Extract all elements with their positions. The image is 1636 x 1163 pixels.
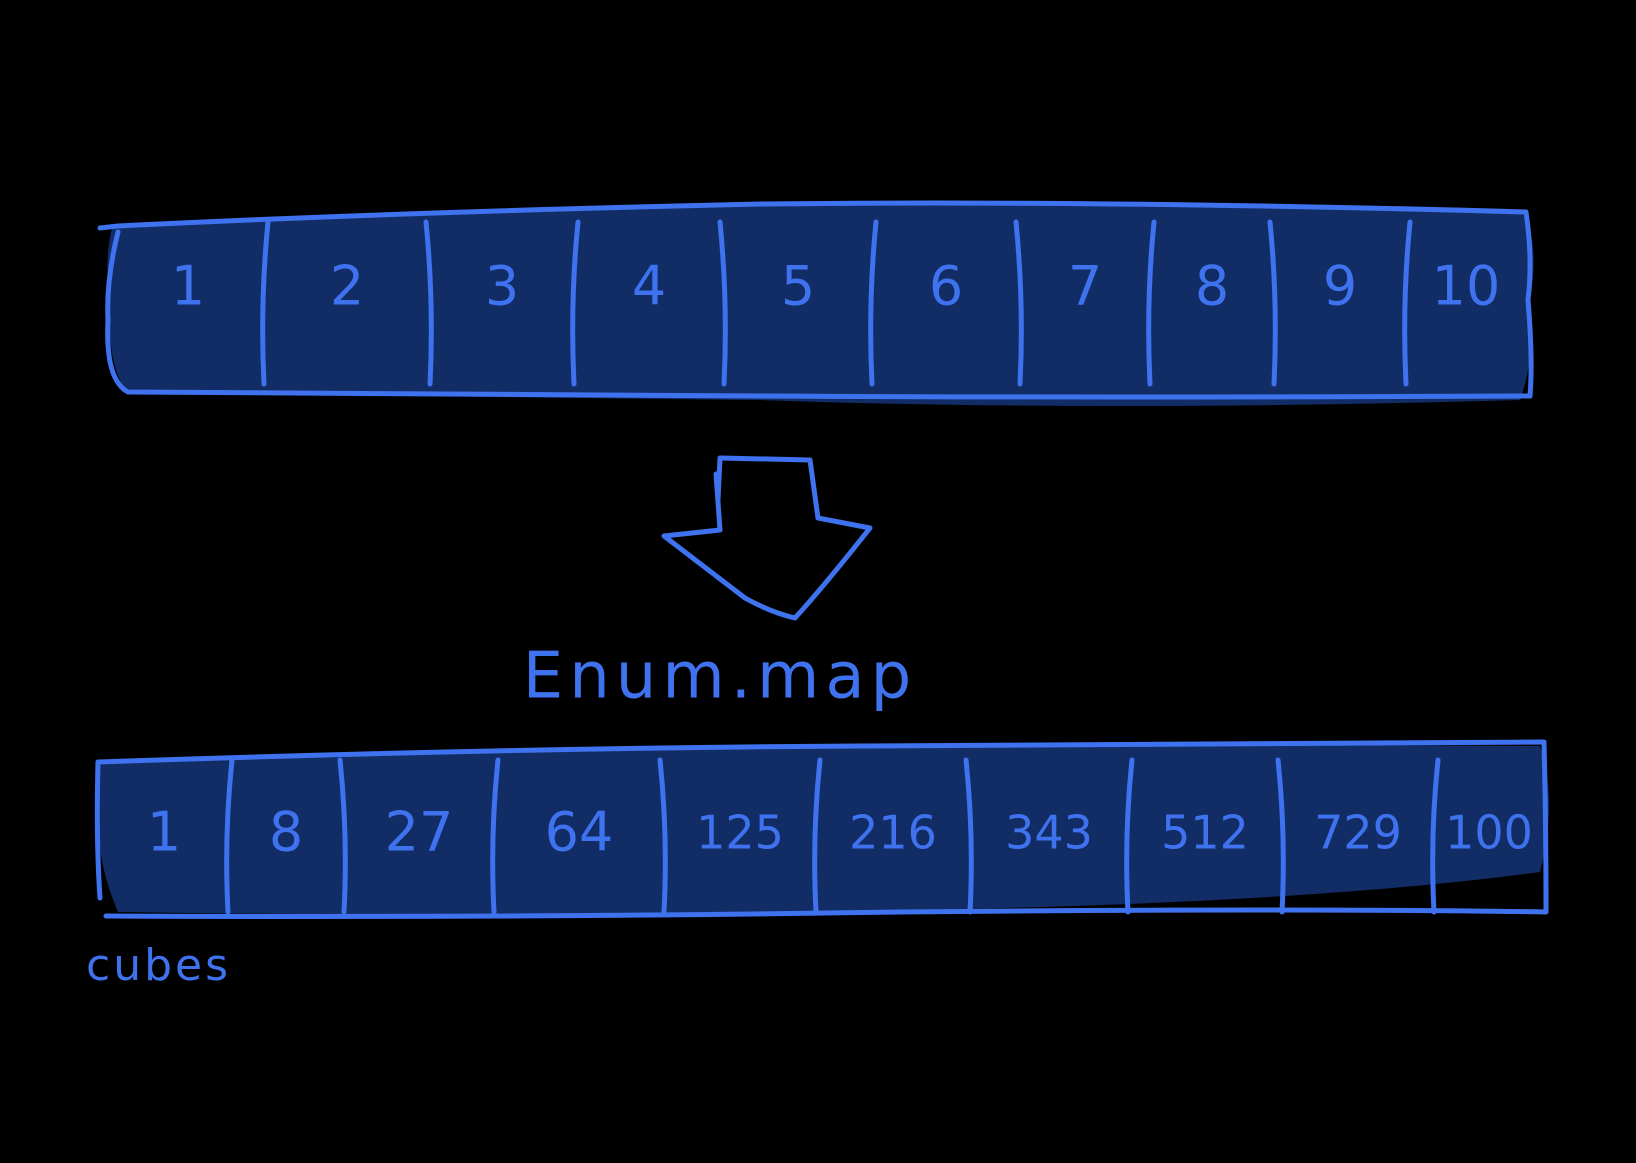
output-list-divider xyxy=(812,757,823,915)
input-list-cell-7: 7 xyxy=(1068,255,1102,318)
input-list-divider xyxy=(868,219,879,387)
input-list-divider xyxy=(423,219,434,387)
output-list-divider xyxy=(224,757,235,915)
input-list-divider xyxy=(570,219,581,387)
output-caption: cubes xyxy=(86,940,231,991)
input-list-divider xyxy=(1267,219,1278,387)
output-list: 1 8 27 64 125 216 343 512 729 100 xyxy=(94,739,1549,919)
output-list-cell-7: 343 xyxy=(1005,806,1093,860)
input-list-divider xyxy=(260,219,271,387)
input-list-cell-9: 9 xyxy=(1323,255,1357,318)
output-list-cell-10: 100 xyxy=(1445,806,1533,860)
input-list-cell-8: 8 xyxy=(1195,255,1229,318)
output-list-divider xyxy=(963,757,974,915)
output-list-cell-9: 729 xyxy=(1314,806,1402,860)
output-list-outline xyxy=(94,739,1549,919)
output-list-cell-8: 512 xyxy=(1161,806,1249,860)
input-list-cell-6: 6 xyxy=(929,255,963,318)
output-list-cell-1: 1 xyxy=(147,801,181,864)
input-list-cell-10: 10 xyxy=(1432,255,1501,318)
output-list-cell-2: 8 xyxy=(269,801,303,864)
output-list-fill xyxy=(98,745,1549,915)
input-list-divider xyxy=(1146,219,1157,387)
output-list-divider xyxy=(490,757,501,915)
input-list-divider xyxy=(717,219,728,387)
input-list-divider xyxy=(1402,219,1413,387)
input-list-fill xyxy=(107,204,1534,406)
input-list-cell-2: 2 xyxy=(330,255,364,318)
operation-label: Enum.map xyxy=(523,640,917,714)
output-list-divider xyxy=(337,757,348,915)
output-list-cell-6: 216 xyxy=(849,806,937,860)
input-list-outline xyxy=(97,200,1534,400)
output-list-cell-4: 64 xyxy=(545,801,614,864)
input-list-cell-5: 5 xyxy=(781,255,815,318)
input-list-cell-1: 1 xyxy=(171,255,205,318)
output-list-divider xyxy=(1124,757,1135,915)
output-list-cell-3: 27 xyxy=(385,801,454,864)
input-list-divider xyxy=(1013,219,1024,387)
down-arrow-icon xyxy=(661,455,873,621)
output-list-cell-5: 125 xyxy=(696,806,784,860)
input-list-cell-3: 3 xyxy=(485,255,519,318)
output-list-divider xyxy=(1430,757,1441,915)
input-list-cell-4: 4 xyxy=(632,255,666,318)
output-list-divider xyxy=(657,757,668,915)
output-list-divider xyxy=(1275,757,1286,915)
input-list: 1 2 3 4 5 6 7 8 9 10 xyxy=(97,200,1534,406)
